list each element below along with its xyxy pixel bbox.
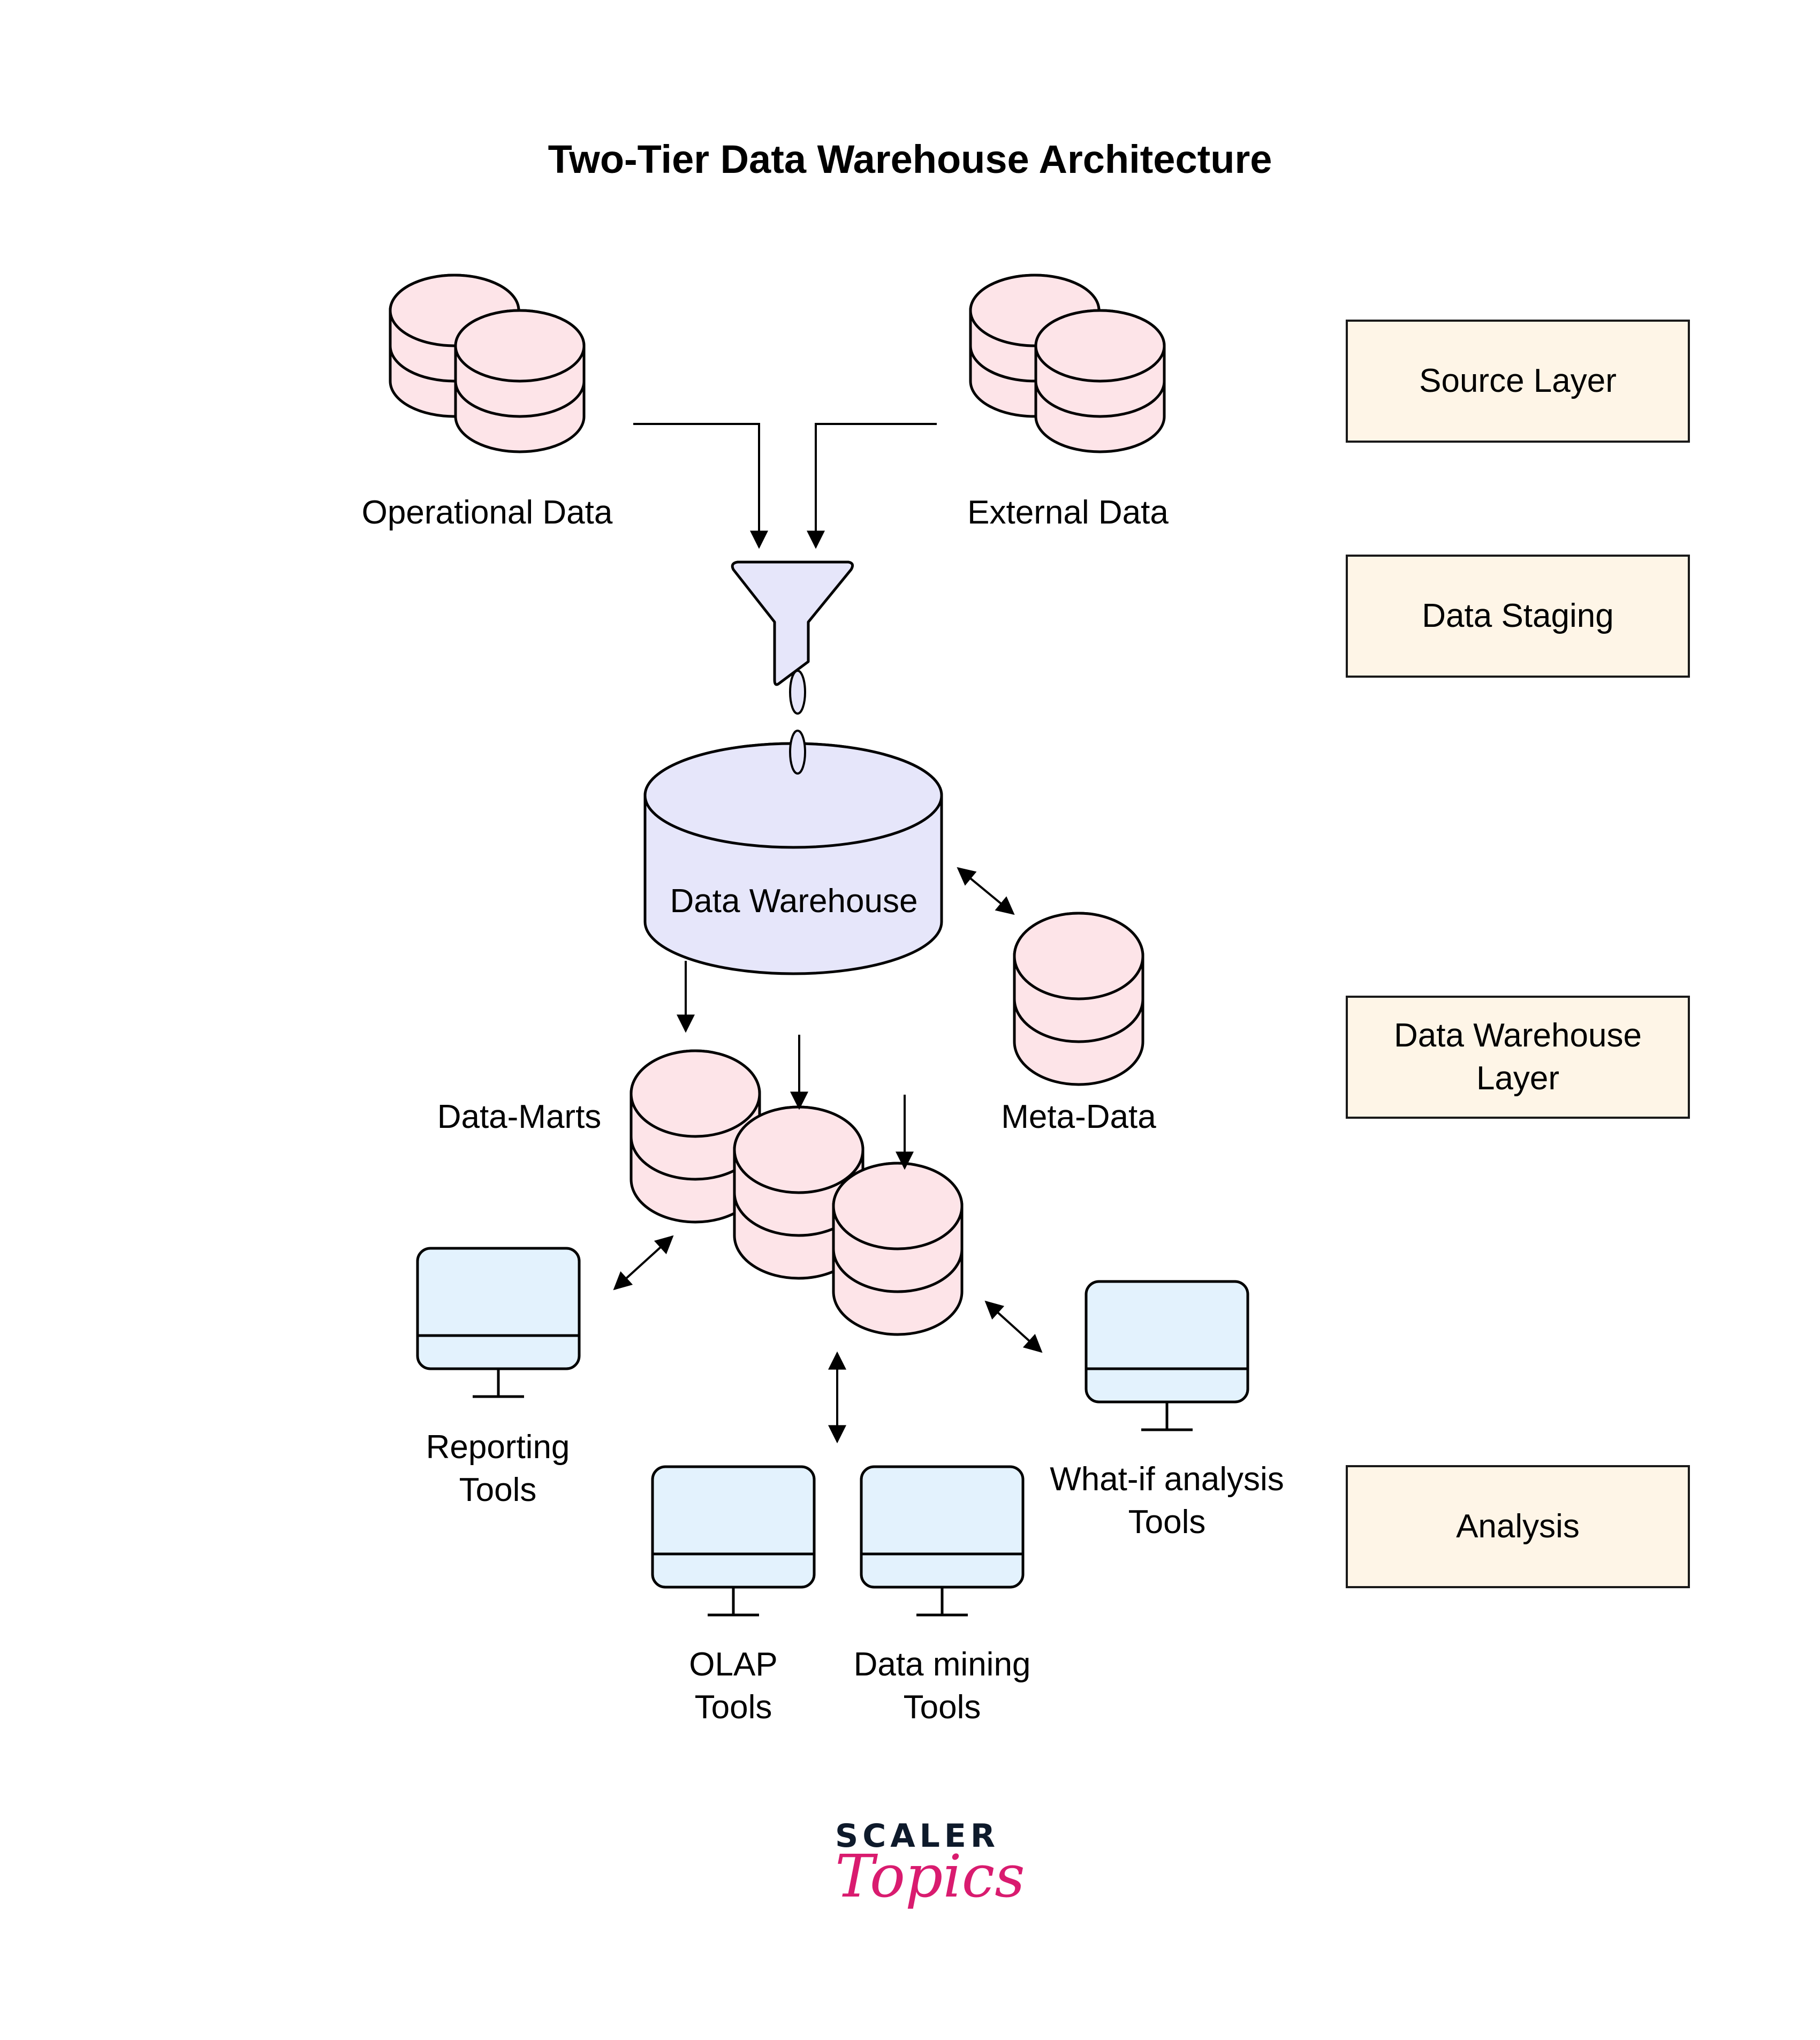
data-mining-tools-label: Data mining Tools <box>835 1643 1049 1729</box>
drop-icon <box>789 730 806 775</box>
layer-box-staging: Data Staging <box>1346 555 1690 678</box>
external-data-icon <box>969 274 1166 453</box>
logo-scaler-text: SCALER <box>835 1817 1000 1855</box>
what-if-tools-line2: Tools <box>1128 1504 1206 1541</box>
data-mining-tools-monitor-icon <box>860 1465 1025 1617</box>
reporting-tools-label: Reporting Tools <box>391 1426 605 1512</box>
olap-tools-line1: OLAP <box>689 1646 778 1683</box>
external-data-label: External Data <box>967 494 1169 531</box>
operational-data-icon <box>389 274 586 453</box>
diagram-title: Two-Tier Data Warehouse Architecture <box>548 137 1272 181</box>
layer-label: Analysis <box>1456 1508 1580 1545</box>
meta-data-label: Meta-Data <box>1001 1098 1156 1135</box>
data-mining-tools-line1: Data mining <box>853 1646 1031 1683</box>
operational-to-staging-arrow <box>633 423 768 549</box>
layer-box-source: Source Layer <box>1346 320 1690 443</box>
olap-tools-monitor-icon <box>651 1465 816 1617</box>
layer-label: Data Staging <box>1422 597 1614 634</box>
data-mining-tools-line2: Tools <box>903 1689 981 1726</box>
data-mart-icon <box>630 1049 761 1224</box>
layer-label-line2: Layer <box>1476 1060 1560 1097</box>
layer-box-analysis: Analysis <box>1346 1465 1690 1588</box>
what-if-tools-label: What-if analysis Tools <box>1033 1458 1301 1544</box>
marts-reporting-arrow <box>613 1235 674 1291</box>
drop-icon <box>789 670 806 715</box>
data-marts-label: Data-Marts <box>437 1098 602 1135</box>
layer-label-line1: Data Warehouse <box>1394 1017 1642 1054</box>
scaler-topics-logo: SCALER Topics <box>835 1817 1025 1910</box>
data-mart-icon <box>832 1162 964 1336</box>
data-warehouse-icon <box>643 730 943 975</box>
meta-data-icon <box>1013 912 1144 1086</box>
layer-label: Source Layer <box>1419 362 1617 399</box>
reporting-tools-line1: Reporting <box>426 1429 570 1466</box>
marts-whatif-arrow <box>984 1300 1043 1353</box>
layer-box-data-warehouse: Data Warehouse Layer <box>1346 996 1690 1119</box>
olap-tools-label: OLAP Tools <box>626 1643 840 1729</box>
what-if-tools-line1: What-if analysis <box>1050 1461 1284 1498</box>
reporting-tools-line2: Tools <box>459 1472 537 1508</box>
funnel-icon <box>731 560 854 686</box>
warehouse-metadata-arrow <box>957 867 1015 915</box>
database-front-icon <box>1034 309 1166 453</box>
reporting-tools-monitor-icon <box>416 1247 581 1398</box>
olap-tools-line2: Tools <box>694 1689 772 1726</box>
operational-data-label: Operational Data <box>361 494 613 531</box>
data-warehouse-label: Data Warehouse <box>670 883 918 920</box>
external-to-staging-arrow <box>807 423 937 549</box>
logo-topics-text: Topics <box>835 1842 1025 1910</box>
what-if-tools-monitor-icon <box>1085 1280 1249 1431</box>
database-front-icon <box>454 309 586 453</box>
